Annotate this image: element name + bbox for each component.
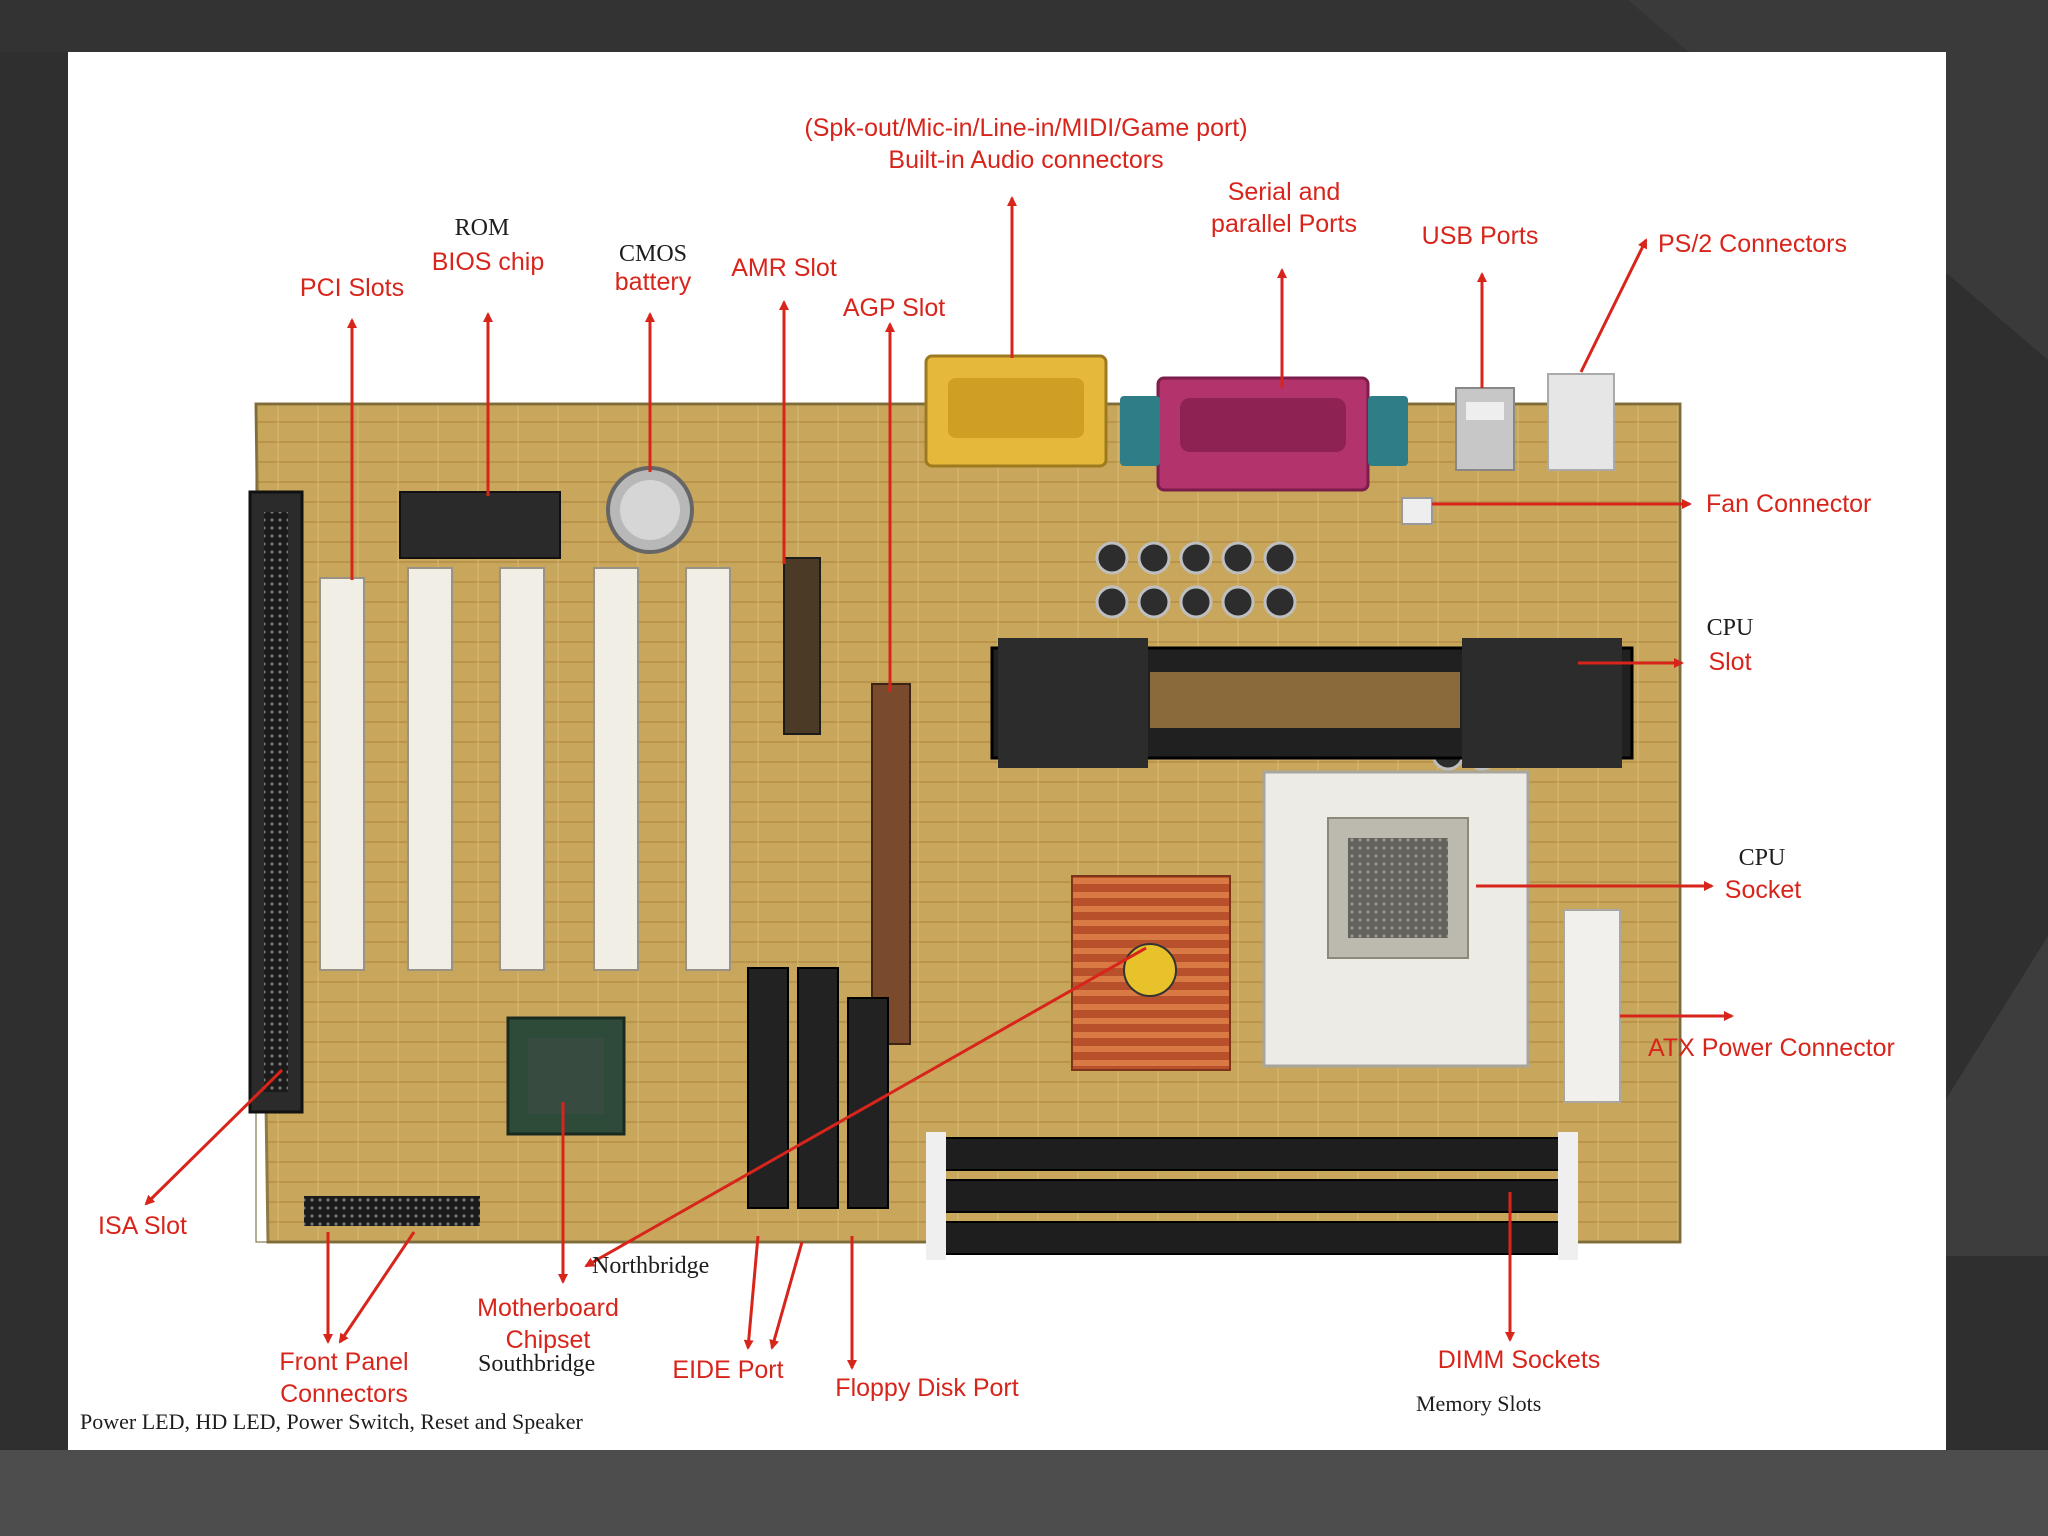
cmos-label: CMOS xyxy=(618,241,688,267)
atx-power-connector-label: ATX Power Connector xyxy=(1648,1034,1895,1062)
arrow-northbridge xyxy=(584,946,1147,1268)
eide-port-connectors xyxy=(747,967,839,1209)
ps2-connector xyxy=(1547,373,1615,471)
serial-parallel-label-line1: Serial and xyxy=(1227,178,1341,206)
fan-connector-label: Fan Connector xyxy=(1706,490,1872,518)
background-band-bottom xyxy=(0,1450,2048,1536)
front-panel-connectors-label: Front Panel Connectors xyxy=(254,1346,434,1410)
amr-slot-label: AMR Slot xyxy=(731,254,837,282)
callout-arrows xyxy=(144,196,1734,1370)
cpu-slot-label-top: CPU xyxy=(1706,615,1754,641)
pci-slots-label: PCI Slots xyxy=(299,274,405,302)
dimm-sockets-label: DIMM Sockets xyxy=(1437,1346,1601,1374)
southbridge-label: Southbridge xyxy=(478,1351,596,1377)
arrow-eide-2 xyxy=(769,1241,804,1350)
arrow-isa xyxy=(144,1068,284,1206)
usb-ports-label: USB Ports xyxy=(1421,222,1539,250)
serial-parallel-ports-label: Serial and parallel Ports xyxy=(1174,176,1394,240)
isa-slot-label: ISA Slot xyxy=(98,1212,187,1240)
bios-chip xyxy=(399,491,561,559)
rom-label: ROM xyxy=(454,215,510,241)
cpu-socket-label: Socket xyxy=(1724,876,1802,904)
cpu-socket-connector xyxy=(1262,770,1530,1068)
arrow-front-panel-2 xyxy=(338,1231,416,1344)
cpu-socket-label-top: CPU xyxy=(1738,845,1786,871)
slide: (Spk-out/Mic-in/Line-in/MIDI/Game port) … xyxy=(68,52,1946,1450)
dimm-socket-connectors xyxy=(926,1132,1578,1260)
chipset-label-line2: Chipset xyxy=(505,1326,591,1354)
atx-power-connector xyxy=(1563,909,1621,1103)
eide-port-label: EIDE Port xyxy=(672,1356,784,1384)
front-panel-header xyxy=(304,1196,480,1226)
bios-chip-label: BIOS chip xyxy=(431,248,545,276)
motherboard-chipset-label: Motherboard Chipset xyxy=(438,1292,658,1356)
parallel-port-connector xyxy=(1156,376,1370,492)
northbridge-heatsink xyxy=(1071,875,1231,1071)
agp-slot-label: AGP Slot xyxy=(842,294,946,322)
serial-port-connectors xyxy=(1120,396,1408,466)
front-panel-caption: Power LED, HD LED, Power Switch, Reset a… xyxy=(80,1409,583,1434)
audio-game-port-connector xyxy=(924,354,1108,468)
usb-port-connector xyxy=(1455,387,1515,471)
agp-slot-connector xyxy=(871,683,911,1045)
battery-label: battery xyxy=(614,268,692,296)
northbridge-label: Northbridge xyxy=(592,1253,710,1279)
front-panel-label-line2: Connectors xyxy=(280,1380,408,1408)
front-panel-label-line1: Front Panel xyxy=(279,1348,409,1376)
ps2-connectors-label: PS/2 Connectors xyxy=(1658,230,1847,258)
chipset-label-line1: Motherboard xyxy=(477,1294,619,1322)
cmos-battery-face xyxy=(620,480,680,540)
arrow-eide-1 xyxy=(743,1235,760,1350)
audio-connectors-label-line2: Built-in Audio connectors xyxy=(888,146,1164,174)
pci-slot-connectors xyxy=(319,567,731,971)
serial-parallel-label-line2: parallel Ports xyxy=(1211,210,1357,238)
floppy-disk-port-label: Floppy Disk Port xyxy=(835,1374,1019,1402)
isa-slot-pins xyxy=(264,512,288,1092)
motherboard-diagram xyxy=(144,196,1734,1370)
floppy-port-connector xyxy=(847,997,889,1209)
southbridge-chip xyxy=(506,1016,626,1136)
fan-connector xyxy=(1401,497,1433,525)
audio-connectors-label: (Spk-out/Mic-in/Line-in/MIDI/Game port) … xyxy=(746,112,1306,176)
cpu-slot-connector xyxy=(990,638,1634,768)
amr-slot-connector xyxy=(783,557,821,735)
arrow-ps2 xyxy=(1579,238,1648,373)
audio-connectors-label-line1: (Spk-out/Mic-in/Line-in/MIDI/Game port) xyxy=(804,114,1248,142)
memory-slots-label: Memory Slots xyxy=(1416,1391,1542,1416)
cpu-slot-label: Slot xyxy=(1708,648,1752,676)
